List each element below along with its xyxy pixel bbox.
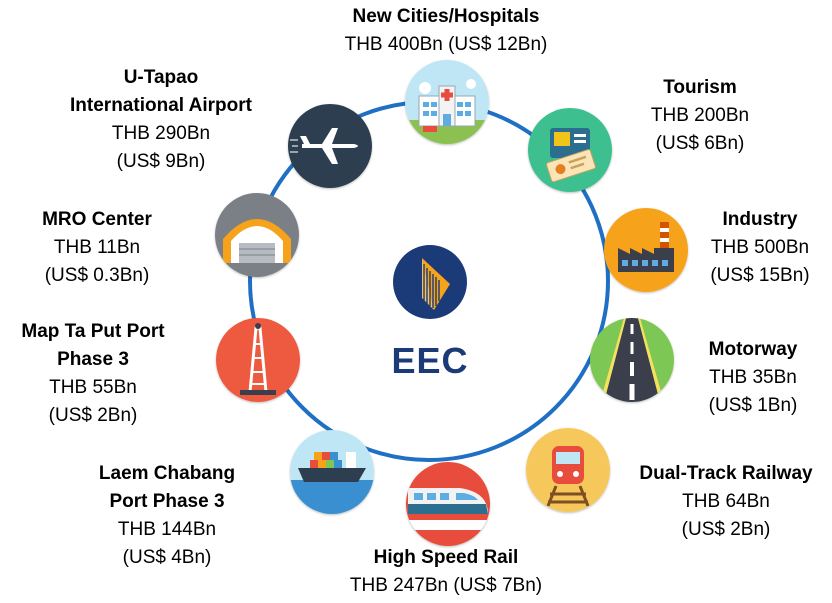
- label-tourism: Tourism THB 200Bn (US$ 6Bn): [630, 74, 770, 158]
- value-new-cities: THB 400Bn (US$ 12Bn): [344, 34, 548, 55]
- label-new-cities: New Cities/Hospitals THB 400Bn (US$ 12Bn…: [296, 3, 596, 59]
- value-industry-thb: THB 500Bn: [710, 237, 810, 258]
- title-tourism: Tourism: [663, 77, 737, 98]
- airplane-icon: [288, 104, 372, 188]
- title-industry: Industry: [722, 209, 798, 230]
- road-icon: [590, 318, 674, 402]
- title-dual-track: Dual-Track Railway: [639, 463, 813, 484]
- factory-icon: [604, 208, 688, 292]
- value-high-speed: THB 247Bn (US$ 7Bn): [349, 575, 543, 596]
- hangar-icon: [215, 193, 299, 277]
- value-tourism-usd: (US$ 6Bn): [655, 133, 745, 154]
- value-industry-usd: (US$ 15Bn): [710, 265, 810, 286]
- value-motorway-thb: THB 35Bn: [709, 367, 797, 388]
- value-utapao-usd: (US$ 9Bn): [116, 151, 206, 172]
- title-map-ta-put-1: Map Ta Put Port: [21, 321, 165, 342]
- label-high-speed: High Speed Rail THB 247Bn (US$ 7Bn): [296, 544, 596, 600]
- title-motorway: Motorway: [708, 339, 798, 360]
- title-utapao-1: U-Tapao: [123, 67, 199, 88]
- bullet-train-icon: [406, 462, 490, 546]
- title-mro: MRO Center: [42, 209, 152, 230]
- label-mro: MRO Center THB 11Bn (US$ 0.3Bn): [22, 206, 172, 290]
- title-high-speed: High Speed Rail: [373, 547, 519, 568]
- value-map-ta-put-thb: THB 55Bn: [49, 377, 137, 398]
- title-map-ta-put-2: Phase 3: [57, 349, 129, 370]
- ship-icon: [290, 430, 374, 514]
- value-dual-track-thb: THB 64Bn: [682, 491, 770, 512]
- title-laem-chabang-1: Laem Chabang: [98, 463, 236, 484]
- label-laem-chabang: Laem Chabang Port Phase 3 THB 144Bn (US$…: [62, 460, 272, 572]
- title-new-cities: New Cities/Hospitals: [352, 6, 540, 27]
- label-dual-track: Dual-Track Railway THB 64Bn (US$ 2Bn): [616, 460, 832, 544]
- value-mro-usd: (US$ 0.3Bn): [44, 265, 150, 286]
- label-industry: Industry THB 500Bn (US$ 15Bn): [695, 206, 825, 290]
- label-map-ta-put: Map Ta Put Port Phase 3 THB 55Bn (US$ 2B…: [0, 318, 186, 430]
- center-label: EEC: [391, 340, 469, 381]
- tourism-icon: [528, 108, 612, 192]
- value-motorway-usd: (US$ 1Bn): [708, 395, 798, 416]
- train-icon: [526, 428, 610, 512]
- label-utapao: U-Tapao International Airport THB 290Bn …: [36, 64, 286, 176]
- value-map-ta-put-usd: (US$ 2Bn): [48, 405, 138, 426]
- oil-rig-icon: [216, 318, 300, 402]
- hospital-icon: [405, 60, 489, 144]
- value-laem-chabang-usd: (US$ 4Bn): [122, 547, 212, 568]
- eec-logo-icon: [393, 245, 467, 319]
- value-tourism-thb: THB 200Bn: [650, 105, 750, 126]
- value-mro-thb: THB 11Bn: [53, 237, 141, 258]
- value-utapao-thb: THB 290Bn: [111, 123, 211, 144]
- title-utapao-2: International Airport: [70, 95, 252, 116]
- title-laem-chabang-2: Port Phase 3: [109, 491, 225, 512]
- value-laem-chabang-thb: THB 144Bn: [117, 519, 217, 540]
- value-dual-track-usd: (US$ 2Bn): [681, 519, 771, 540]
- label-motorway: Motorway THB 35Bn (US$ 1Bn): [688, 336, 818, 420]
